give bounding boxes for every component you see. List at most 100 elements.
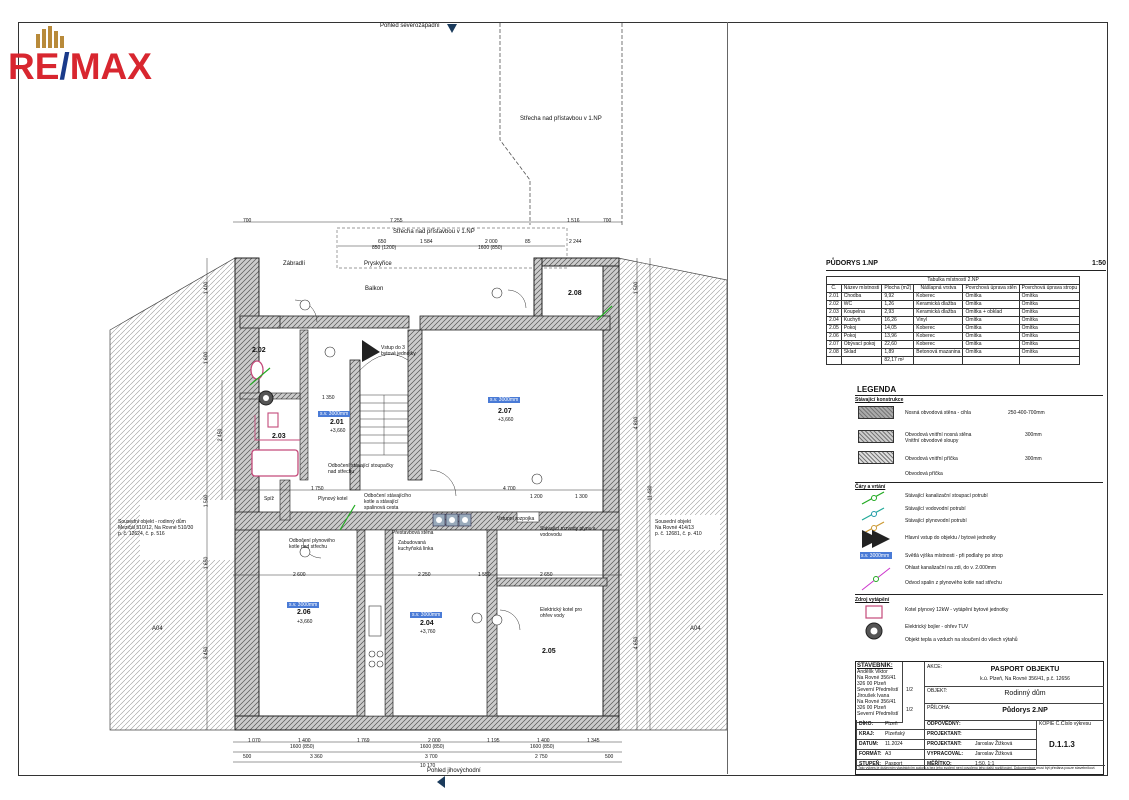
dim-mid-2: 4 700 — [503, 486, 516, 492]
room-2-02: 2.02 — [252, 347, 266, 354]
dim-b1b-2: 1600 (850) — [530, 744, 555, 750]
legend-c4: Obvodová příčka — [905, 471, 943, 477]
legend-p6: Ohlast kanalizační na zdi, do v. 2.000mm — [905, 565, 997, 571]
room-table-total: 82,17 m² — [881, 356, 915, 365]
table-cell: Keramická dlažba — [913, 300, 964, 309]
table-cell: Kuchyň — [840, 316, 883, 325]
table-cell: Koberec — [913, 324, 964, 333]
legend-c1-val: 250-400-700mm — [1008, 410, 1045, 416]
dim-top-1: 7 255 — [390, 218, 403, 224]
dim-b1-5: 1 400 — [537, 738, 550, 744]
col-header: Název místnosti — [840, 284, 883, 293]
dim-b2-3: 2 750 — [535, 754, 548, 760]
dim-mid2-0: 2 600 — [293, 572, 306, 578]
sheet-title: PŮDORYS 1.NP — [826, 260, 878, 267]
table-cell: 14,05 — [881, 324, 915, 333]
legend-pipe-symbols — [860, 491, 892, 591]
col-header: Povrchová úprava stěn — [962, 284, 1020, 293]
dim-b2-0: 500 — [243, 754, 252, 760]
dim-top2-0: 650 — [378, 239, 387, 245]
col-header: Nášlapná vrstva — [913, 284, 964, 293]
tb-akce-sub: k.ú. Plzeň, Na Rovné 356/41, p.č. 12656 — [980, 676, 1070, 682]
dim-right-3: 4 650 — [633, 636, 640, 650]
room-table: Tabulka místností 2.NP Č. Název místnost… — [825, 276, 1081, 365]
table-cell: 13,96 — [881, 332, 915, 341]
balcony-label: Balkon — [365, 286, 384, 292]
railing-label: Zábradlí — [283, 261, 306, 267]
room-2-06: 2.06 — [297, 609, 311, 616]
dim-mid2-1: 2 250 — [418, 572, 431, 578]
room-2-01-tag: s.v. 3000mm — [318, 411, 351, 417]
legend-h1: Kotel plynový 12kW - vytápění bytové jed… — [905, 607, 1009, 613]
col-header: Plocha (m2) — [881, 284, 915, 293]
room-table-header: Č. Název místnosti Plocha (m2) Nášlapná … — [826, 284, 1081, 293]
view-arrow-icon — [447, 24, 457, 33]
roof-label: Střecha nad přístavbou v 1.NP — [520, 116, 602, 122]
legend-swatch-wall — [858, 406, 894, 419]
room-2-03: 2.03 — [272, 433, 286, 440]
dim-top3-1: 1600 (850) — [478, 245, 503, 251]
dim-right-0: 1 500 — [633, 281, 640, 295]
room-2-04-tag: s.v. 3000mm — [410, 612, 443, 618]
table-cell: 1,26 — [881, 300, 915, 309]
room-2-01-level: +3,660 — [330, 428, 346, 434]
tb-row-label: ODPOVĚDNÝ: — [927, 721, 961, 727]
table-cell: Koberec — [913, 340, 964, 349]
tb-row-label: FORMÁT: — [859, 751, 882, 757]
tb-row: ODPOVĚDNÝ: — [924, 720, 1036, 730]
table-cell: 2.03 — [826, 308, 842, 317]
col-header: Povrchová úprava stropu — [1018, 284, 1081, 293]
table-cell: Omítka — [1018, 300, 1081, 309]
tb-row-label: PROJEKTANT: — [927, 741, 962, 747]
table-cell: Chodba — [840, 292, 883, 301]
room-table-caption: Tabulka místností 2.NP — [825, 276, 1081, 285]
bottom-view-label: Pohled jihovýchodní — [427, 768, 481, 774]
tb-row-label: PROJEKTANT: — [927, 731, 962, 737]
neighbor-left-label: Sousední objekt - rodinný dům Mezičál 51… — [118, 519, 194, 537]
table-cell: Omítka — [1018, 308, 1081, 317]
legend-p7: Odvod spalin z plynového kotle nad střec… — [905, 580, 1002, 586]
tb-investor: STAVEBNÍK: Andělík Viktor Na Rovné 356/4… — [856, 662, 903, 723]
neighbor-right-label: Sousední objekt Na Rovné 414/13 p. č. 12… — [655, 519, 702, 537]
legend-section-heating: Zdroj vytápění — [855, 597, 890, 603]
dim-b3: 10 170 — [420, 763, 436, 769]
dim-mid-4: 1 300 — [575, 494, 588, 500]
table-cell: Koupelna — [840, 308, 883, 317]
table-cell: 2,93 — [881, 308, 915, 317]
legend-p3: Stávající plynovodní potrubí — [905, 518, 967, 524]
table-cell: Omítka — [1018, 316, 1081, 325]
tb-row-label: DÍKO: — [859, 721, 874, 727]
dim-b1-0: 1 070 — [248, 738, 261, 744]
tb-ratio1: 1/2 — [906, 687, 913, 693]
sheet-scale: 1:50 — [1091, 260, 1106, 267]
legend-rule — [855, 594, 1103, 595]
dim-b1-6: 1 345 — [587, 738, 600, 744]
legend-section-constructions: Stávající konstrukce — [855, 397, 904, 403]
table-cell: 2.05 — [826, 324, 842, 333]
tb-akce: AKCE: PASPORT OBJEKTU k.ú. Plzeň, Na Rov… — [924, 662, 1104, 687]
table-cell: Vinyl — [913, 316, 964, 325]
tb-objekt-label: OBJEKT: — [927, 688, 948, 694]
dim-mid-0: 1 350 — [322, 395, 335, 401]
room-2-08: 2.08 — [568, 290, 582, 297]
dim-top2-3: 85 — [525, 239, 531, 245]
tb-kopie-label: KOPIE Č.: — [1039, 721, 1063, 727]
legend-c3-val: 300mm — [1025, 456, 1042, 462]
legend-tag: s.v. 3000mm — [861, 553, 890, 559]
dim-mid2-3: 2 650 — [540, 572, 553, 578]
dim-top-3: 700 — [603, 218, 612, 224]
dim-top-2: 1 516 — [567, 218, 580, 224]
table-cell: 2.06 — [826, 332, 842, 341]
note-stair: Vstup do 3 bytové jednotky — [381, 345, 416, 357]
note-wall-new: Přestavbová stěna — [392, 530, 434, 536]
top-view-label: Pohled severozápadní — [380, 23, 440, 29]
tb-priloha-label: PŘÍLOHA: — [927, 705, 951, 711]
tb-drawing-no: D.1.1.3 — [1049, 740, 1075, 749]
tb-row-label: KRAJ: — [859, 731, 875, 737]
table-cell: Keramická dlažba — [913, 308, 964, 317]
remax-building-icon — [36, 26, 64, 48]
